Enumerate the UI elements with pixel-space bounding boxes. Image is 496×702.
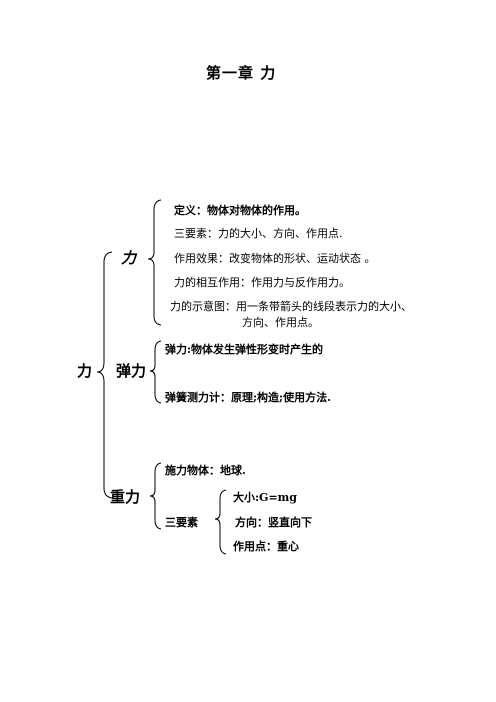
force-item-diagram: 力的示意图：用一条带箭头的线段表示力的大小、 bbox=[170, 300, 412, 313]
brace-gravity bbox=[149, 462, 162, 530]
gravity-element-magnitude: 大小:G=mg bbox=[233, 491, 298, 504]
gravity-elements-label: 三要素 bbox=[165, 516, 198, 529]
force-item-definition: 定义：物体对物体的作用。 bbox=[174, 204, 306, 217]
force-item-three-elements: 三要素：力的大小、方向、作用点. bbox=[174, 227, 343, 240]
gravity-source: 施力物体：地球. bbox=[165, 464, 246, 477]
brace-elements bbox=[214, 489, 227, 555]
force-item-diagram-cont: 方向、作用点。 bbox=[242, 316, 319, 329]
brace-force bbox=[147, 199, 162, 326]
elastic-label: 弹力 bbox=[116, 362, 147, 380]
root-label: 力 bbox=[77, 362, 93, 380]
brace-root bbox=[96, 251, 113, 499]
elastic-item-spring-scale: 弹簧测力计：原理;构造;使用方法. bbox=[165, 391, 331, 404]
force-item-effect: 作用效果：改变物体的形状、运动状态 。 bbox=[174, 252, 376, 265]
gravity-element-direction: 方向：竖直向下 bbox=[235, 516, 312, 529]
page-title: 第一章 力 bbox=[206, 64, 277, 82]
force-label: 力 bbox=[121, 249, 137, 267]
force-item-interaction: 力的相互作用：作用力与反作用力。 bbox=[174, 276, 350, 289]
gravity-element-point: 作用点：重心 bbox=[233, 540, 299, 553]
gravity-label: 重力 bbox=[110, 488, 141, 506]
elastic-item-definition: 弹力:物体发生弹性形变时产生的 bbox=[165, 343, 324, 356]
brace-elastic bbox=[149, 340, 162, 404]
